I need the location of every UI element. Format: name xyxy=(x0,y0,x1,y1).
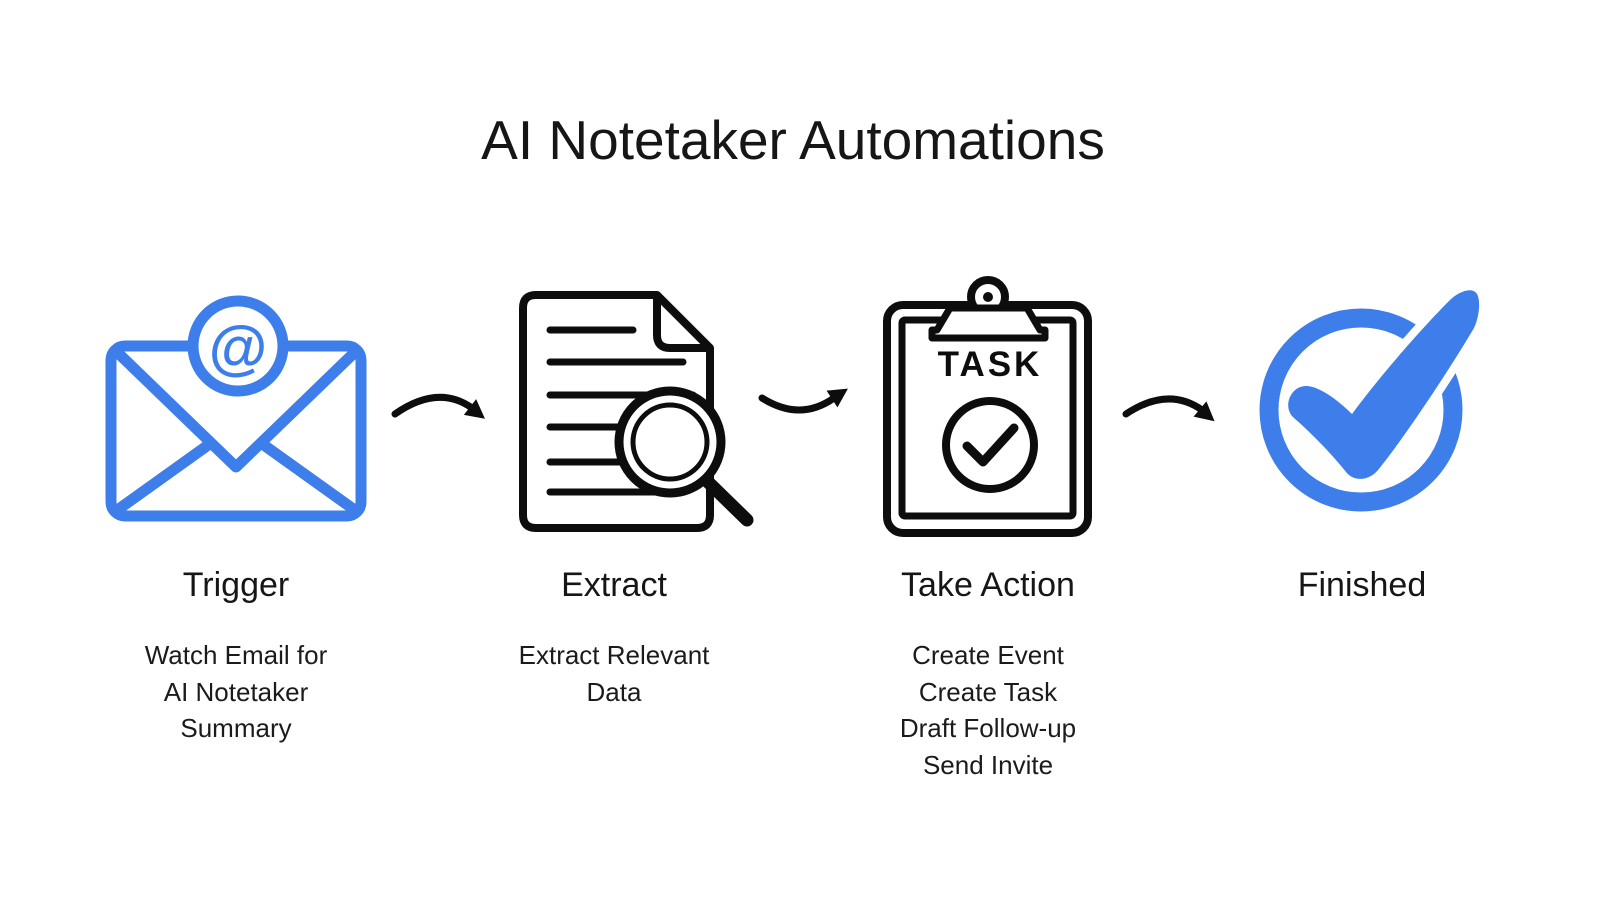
check-mark xyxy=(1288,290,1480,479)
desc-line: Create Task xyxy=(918,676,1058,707)
desc-line: AI Notetaker xyxy=(163,676,309,707)
arrow-right-icon xyxy=(391,393,485,419)
step-label-finished: Finished xyxy=(1297,566,1427,604)
arrow-right-icon xyxy=(758,388,848,414)
at-symbol: @ xyxy=(209,314,268,381)
desc-line: Send Invite xyxy=(922,749,1054,780)
clip-body xyxy=(928,304,1049,342)
desc-line: Summary xyxy=(180,713,292,743)
magnifier-handle xyxy=(700,474,754,527)
task-text: TASK xyxy=(938,345,1043,384)
clip-hole xyxy=(983,292,993,302)
step-desc-take-action: Create Event Create Task Draft Follow-up… xyxy=(808,637,1168,783)
check-circle-icon xyxy=(1259,282,1482,512)
check-ring xyxy=(1259,308,1463,512)
document-fold xyxy=(653,295,710,352)
task-check-circle xyxy=(942,397,1038,493)
desc-line: Watch Email for xyxy=(144,640,328,670)
step-label-extract: Extract xyxy=(561,566,667,604)
clipboard-task-icon: TASK xyxy=(883,276,1092,537)
desc-line: Create Event xyxy=(912,640,1064,670)
step-label-trigger: Trigger xyxy=(182,566,290,604)
envelope-folds xyxy=(110,437,362,517)
desc-line: Draft Follow-up xyxy=(899,713,1077,743)
email-at-icon: @ xyxy=(105,295,367,522)
desc-line: Extract Relevant xyxy=(518,640,710,670)
envelope-flap xyxy=(112,347,360,473)
desc-line: Data xyxy=(586,676,642,707)
document-search-icon xyxy=(519,291,754,532)
task-check xyxy=(962,423,1019,467)
magnifier-inner-ring xyxy=(630,402,710,482)
step-desc-extract: Extract Relevant Data xyxy=(434,637,794,710)
step-label-take-action: Take Action xyxy=(901,566,1075,604)
arrow-right-icon xyxy=(1122,395,1215,422)
at-badge-circle xyxy=(187,295,289,397)
step-desc-trigger: Watch Email for AI Notetaker Summary xyxy=(56,637,416,747)
page-title: AI Notetaker Automations xyxy=(481,109,1105,171)
